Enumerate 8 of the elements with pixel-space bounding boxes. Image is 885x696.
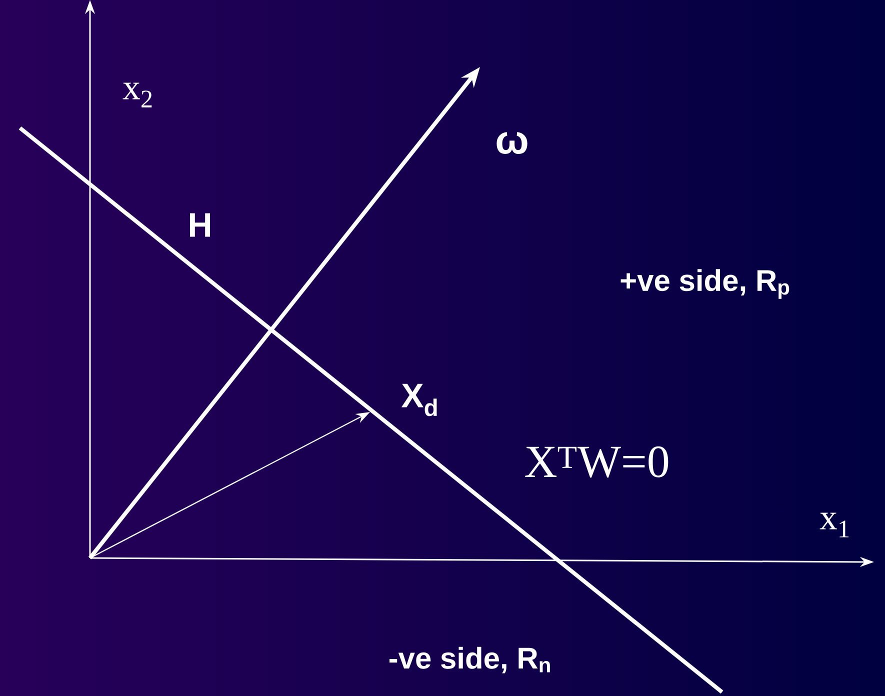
line-label: H xyxy=(190,213,210,237)
region-label: +ve side, R$_{p}$ xyxy=(620,269,790,299)
equation-label: X$^{T}$W=0 xyxy=(525,446,668,478)
region-label: -ve side, R$_{n}$ xyxy=(390,646,550,674)
vector-label: ω xyxy=(496,132,528,154)
point-label: X$_{d}$ xyxy=(401,384,437,416)
axis-label: x$_{2}$ xyxy=(122,82,152,108)
axis-label: x$_{1}$ xyxy=(820,512,849,538)
